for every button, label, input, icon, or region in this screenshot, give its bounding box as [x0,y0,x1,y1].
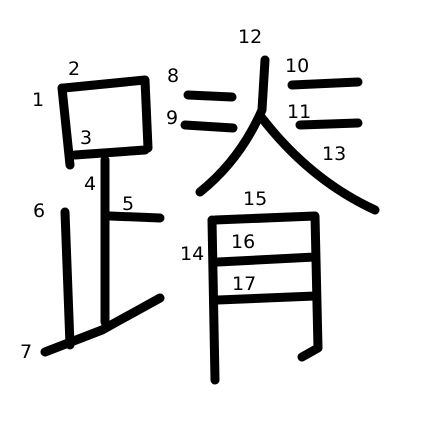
stroke-7 [40,293,165,357]
stroke-15 [210,211,323,362]
stroke-number-4: 4 [84,173,96,195]
stroke-2 [59,75,153,153]
stroke-3 [70,145,150,160]
stroke-number-5: 5 [122,193,134,215]
character-strokes [40,55,380,385]
stroke-9 [180,120,238,133]
stroke-number-15: 15 [243,188,267,210]
stroke-number-13: 13 [322,143,346,165]
stroke-13 [257,113,380,215]
stroke-number-1: 1 [32,89,44,111]
stroke-5 [105,211,165,223]
stroke-number-labels: 1 2 3 4 5 6 7 8 9 10 11 12 13 14 15 16 1… [20,26,346,363]
stroke-1 [57,83,75,170]
stroke-number-2: 2 [68,58,80,80]
stroke-number-17: 17 [232,273,256,295]
stroke-10 [287,77,363,90]
stroke-11 [295,118,363,130]
stroke-number-7: 7 [20,341,32,363]
stroke-number-12: 12 [238,26,262,48]
stroke-number-16: 16 [231,231,255,253]
stroke-8 [183,90,237,102]
stroke-number-3: 3 [80,127,92,149]
stroke-number-14: 14 [180,243,204,265]
stroke-number-9: 9 [166,107,178,129]
stroke-number-8: 8 [167,65,179,87]
stroke-number-11: 11 [287,101,311,123]
stroke-16 [213,252,320,267]
stroke-number-10: 10 [285,55,309,77]
stroke-6 [60,207,75,350]
stroke-number-6: 6 [33,200,45,222]
stroke-17 [213,291,320,305]
stroke-12 [195,55,270,197]
